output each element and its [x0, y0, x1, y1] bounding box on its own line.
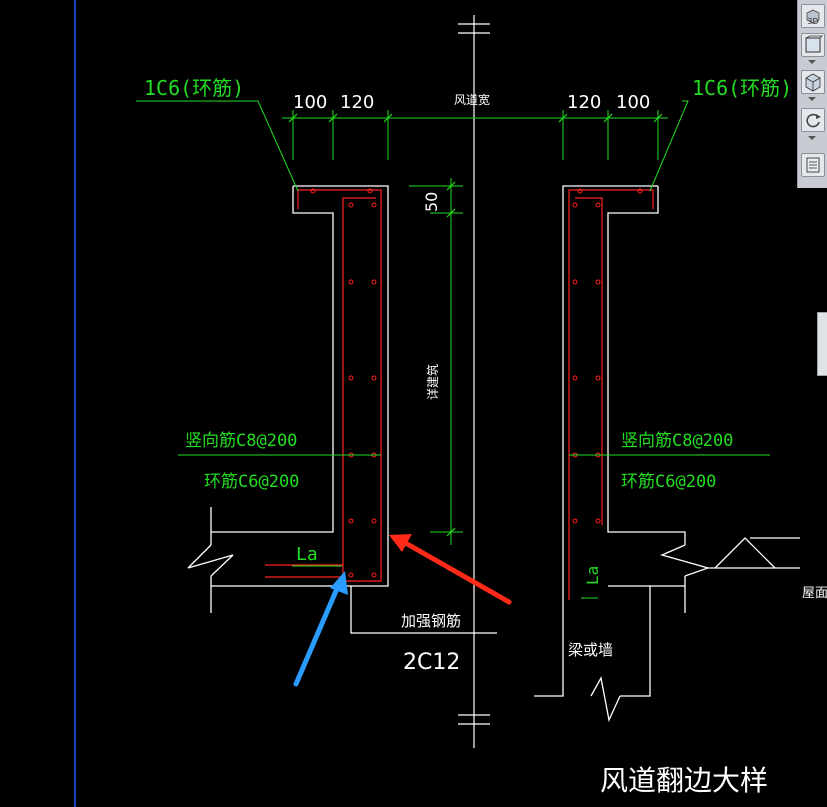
caret-icon[interactable]	[808, 60, 816, 64]
vert-bar-label-left: 竖向筋C8@200	[185, 431, 297, 451]
dimension-ticks	[288, 113, 663, 537]
dimension-lines	[136, 100, 770, 599]
reinforce-label: 加强钢筋	[401, 612, 461, 630]
3d-view-icon[interactable]: 3D	[801, 4, 825, 28]
red-arrow	[389, 534, 512, 605]
caret-icon[interactable]	[808, 136, 816, 140]
beam-wall-label: 梁或墙	[568, 641, 613, 659]
iso-view-icon[interactable]	[801, 70, 825, 94]
vert-bar-label-right: 竖向筋C8@200	[621, 431, 733, 451]
front-view-icon[interactable]	[801, 33, 825, 57]
view-toolbar: 3D	[797, 0, 827, 188]
left-rebar	[265, 189, 382, 582]
duct-width-label: 风道宽	[454, 92, 490, 107]
caret-icon[interactable]	[808, 97, 816, 101]
3d-view-label: 3D	[807, 17, 819, 26]
dim-100-right: 100	[616, 92, 650, 113]
side-scroll-handle[interactable]	[817, 312, 827, 376]
center-axis	[458, 15, 490, 748]
dim-50: 50	[422, 192, 441, 212]
hoop-label-left: 环筋C6@200	[204, 472, 299, 492]
ring-label-right: 1C6(环筋)	[692, 76, 792, 100]
left-rebar-dots	[310, 188, 377, 578]
reinforce-spec: 2C12	[403, 650, 460, 675]
layers-icon[interactable]	[801, 153, 825, 177]
left-flange-outline	[187, 185, 497, 634]
roof-label: 屋面结	[802, 586, 827, 601]
dim-120-left: 120	[340, 92, 374, 113]
by-building-label: 详建筑	[425, 364, 440, 400]
hoop-label-right: 环筋C6@200	[621, 472, 716, 492]
ring-label-left: 1C6(环筋)	[144, 76, 244, 100]
right-flange-outline	[534, 185, 800, 723]
dim-100-left: 100	[293, 92, 327, 113]
la-label-right: La	[583, 566, 602, 585]
right-rebar	[568, 189, 654, 600]
drawing-title: 风道翻边大样	[600, 764, 768, 797]
la-label-left: La	[296, 544, 318, 565]
blue-arrow	[293, 571, 348, 687]
dim-120-right: 120	[567, 92, 601, 113]
rotate-icon[interactable]	[801, 108, 825, 132]
